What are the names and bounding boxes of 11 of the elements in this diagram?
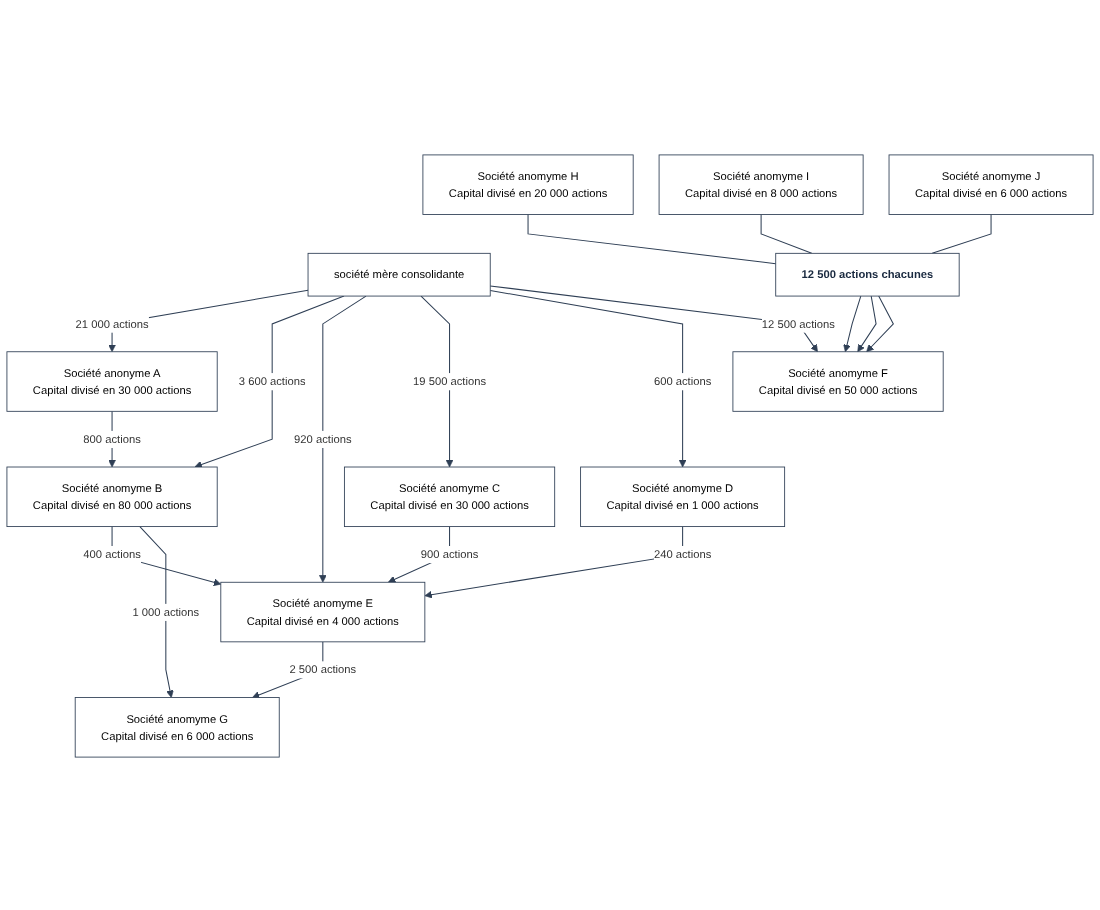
connector	[527, 212, 777, 264]
arrow	[489, 289, 687, 467]
arrow	[194, 294, 345, 468]
arrow	[319, 294, 367, 582]
arrow	[857, 294, 877, 352]
arrow	[420, 294, 454, 467]
connector	[931, 212, 992, 253]
arrow	[866, 294, 894, 352]
arrow	[843, 294, 862, 352]
arrow	[139, 525, 174, 697]
connector	[760, 212, 813, 253]
